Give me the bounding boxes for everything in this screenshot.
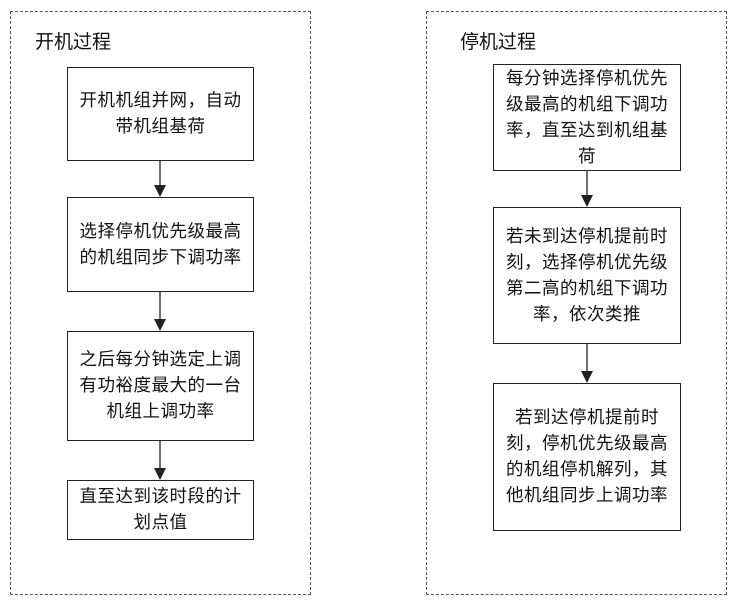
shutdown-step-2-text: 若未到达停机提前时刻，选择停机优先级第二高的机组下调功率，依次类推: [506, 226, 668, 325]
shutdown-arrow-2-3: [581, 344, 593, 383]
startup-arrow-3-4: [154, 441, 166, 480]
startup-step-1-text: 开机机组并网，自动带机组基荷: [79, 91, 242, 137]
startup-arrow-1-2: [154, 161, 166, 197]
shutdown-step-3-text: 若到达停机提前时刻，停机优先级最高的机组停机解列，其他机组同步上调功率: [506, 408, 668, 506]
startup-step-2-text: 选择停机优先级最高的机组同步下调功率: [79, 221, 242, 268]
startup-step-3: 之后每分钟选定上调有功裕度最大的一台机组上调功率: [67, 331, 254, 441]
startup-step-4-text: 直至达到该时段的计划点值: [79, 487, 242, 533]
shutdown-process-panel: [426, 11, 727, 595]
startup-step-3-text: 之后每分钟选定上调有功裕度最大的一台机组上调功率: [79, 350, 242, 422]
startup-step-2: 选择停机优先级最高的机组同步下调功率: [67, 197, 254, 292]
shutdown-process-title: 停机过程: [460, 31, 537, 53]
shutdown-step-1-text: 每分钟选择停机优先级最高的机组下调功率，直至达到机组基荷: [506, 68, 668, 167]
shutdown-step-3: 若到达停机提前时刻，停机优先级最高的机组停机解列，其他机组同步上调功率: [493, 383, 681, 531]
startup-process-panel: [10, 11, 311, 595]
shutdown-step-1: 每分钟选择停机优先级最高的机组下调功率，直至达到机组基荷: [493, 64, 681, 171]
startup-process-title: 开机过程: [35, 31, 112, 53]
startup-step-4: 直至达到该时段的计划点值: [67, 480, 254, 540]
shutdown-step-2: 若未到达停机提前时刻，选择停机优先级第二高的机组下调功率，依次类推: [493, 207, 681, 344]
startup-step-1: 开机机组并网，自动带机组基荷: [67, 67, 254, 161]
startup-arrow-2-3: [154, 292, 166, 331]
shutdown-arrow-1-2: [581, 171, 593, 207]
